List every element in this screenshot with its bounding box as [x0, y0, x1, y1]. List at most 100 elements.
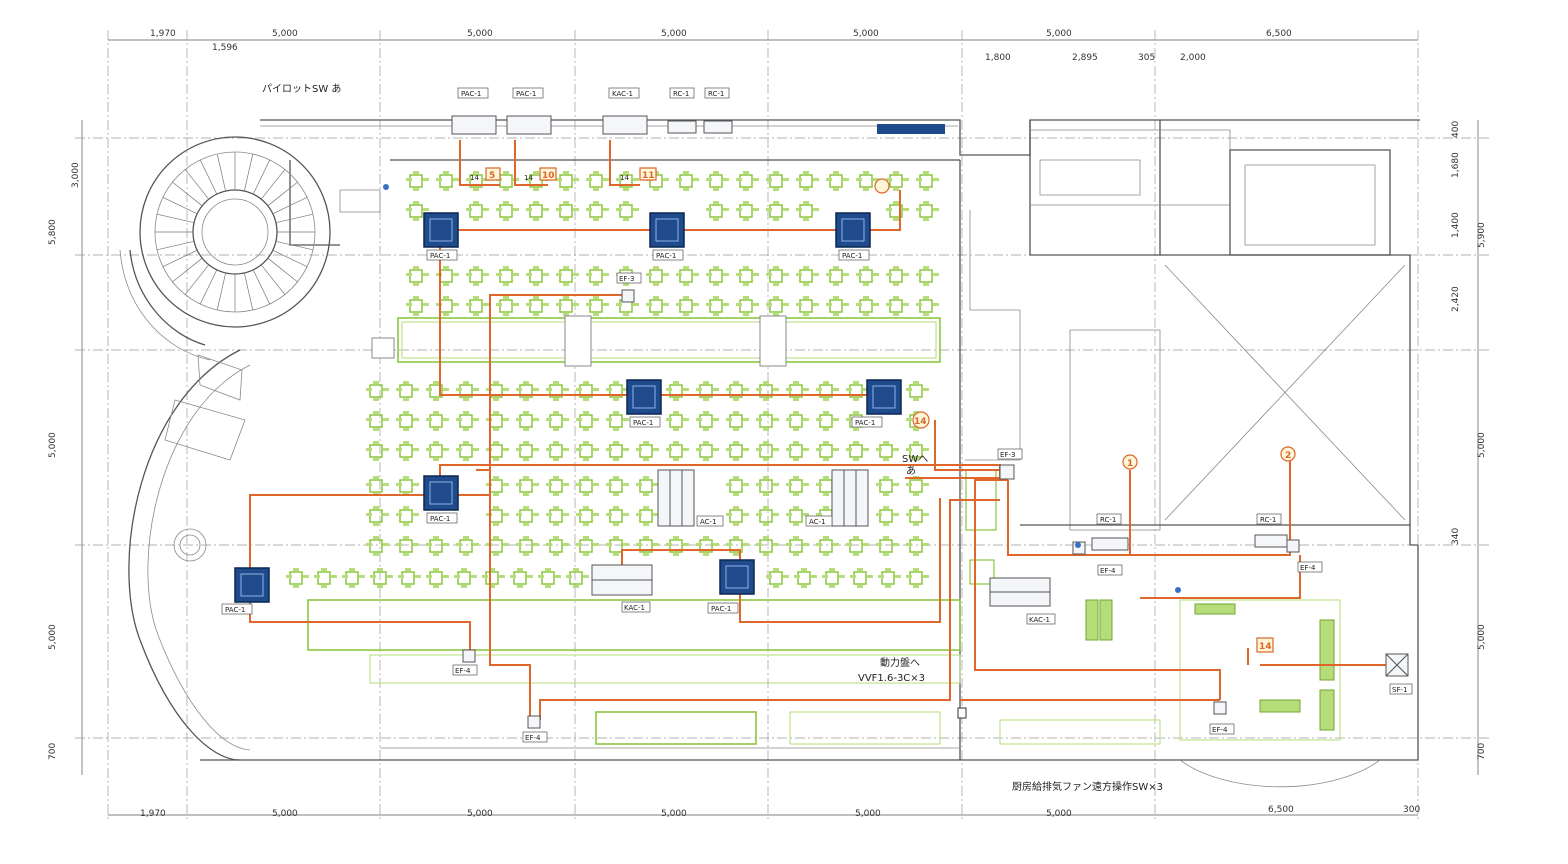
dim-top-right-1: 1,800 [985, 53, 1011, 63]
ceiling-units: PAC-1 PAC-1 PAC-1 PAC-1 PAC-1 PAC-1 [221, 212, 902, 615]
dim-right-2: 1,680 [1451, 152, 1461, 178]
dim-top-6: 5,000 [1046, 29, 1072, 39]
table-set [636, 506, 659, 526]
dim-top-1: 1,970 [150, 29, 176, 39]
table-set [606, 536, 629, 556]
curved-facade [128, 349, 251, 761]
ac1-unit-b: AC-1 [805, 469, 869, 527]
table-set [886, 171, 909, 191]
table-set [906, 381, 929, 401]
table-set [526, 201, 549, 221]
table-set [546, 411, 569, 431]
dim-bottom-4: 5,000 [661, 809, 687, 819]
ac1-a-label: AC-1 [700, 518, 717, 526]
pilot-switch-note: パイロットSW あ [262, 83, 341, 95]
building-walls [200, 119, 1420, 788]
stair-tread [216, 272, 226, 311]
stair-tread [244, 153, 254, 192]
table-set [676, 266, 699, 286]
table-set [546, 506, 569, 526]
table-set [606, 381, 629, 401]
table-set [756, 441, 779, 461]
stair-tread [275, 213, 314, 223]
circuit-mark-6: 2 [1285, 451, 1291, 461]
circuit-mark-7: 14 [1259, 642, 1272, 652]
table-set [786, 411, 809, 431]
table-set [736, 296, 759, 316]
table-set [816, 381, 839, 401]
table-set [736, 201, 759, 221]
pipe-size-1: 14 [470, 174, 479, 182]
table-set [586, 171, 609, 191]
stair-tread [172, 181, 203, 207]
dim-right-3: 1,400 [1451, 212, 1461, 238]
dim-top-right-2: 2,895 [1072, 53, 1098, 63]
table-set [466, 296, 489, 316]
table-set [706, 296, 729, 316]
table-set [636, 441, 659, 461]
table-set [786, 506, 809, 526]
wall-unit-pac-1a [451, 115, 497, 135]
stair-tread [267, 257, 298, 283]
table-set [666, 536, 689, 556]
table-set [916, 296, 939, 316]
ac1-b-label: AC-1 [809, 518, 826, 526]
table-set [516, 506, 539, 526]
table-set [516, 411, 539, 431]
table-set [766, 296, 789, 316]
dim-bottom-7: 6,500 [1268, 805, 1294, 815]
dim-bottom-1: 1,970 [140, 809, 166, 819]
table-set [426, 441, 449, 461]
stair-tread [184, 264, 210, 295]
top-unit-label-4: RC-1 [673, 90, 689, 98]
table-set [366, 506, 389, 526]
table-set [496, 296, 519, 316]
pac-unit-6: PAC-1 [423, 475, 459, 524]
dim-bottom-3: 5,000 [467, 809, 493, 819]
table-set [856, 296, 879, 316]
table-set [666, 381, 689, 401]
ac1-unit-a: AC-1 [657, 469, 724, 527]
table-set [816, 536, 839, 556]
table-set [736, 171, 759, 191]
circuit-mark-1: 5 [489, 171, 495, 181]
table-set [856, 171, 879, 191]
wall-unit-kac-1 [602, 115, 648, 135]
top-unit-label-3: KAC-1 [612, 90, 633, 98]
table-set [496, 201, 519, 221]
pac-unit-1-label: PAC-1 [430, 252, 450, 260]
dim-right-6: 5,000 [1477, 432, 1487, 458]
table-set [696, 536, 719, 556]
wall-unit-rc-1b [703, 120, 733, 134]
pac-unit-8-label: PAC-1 [711, 605, 731, 613]
table-set [516, 536, 539, 556]
table-set [576, 411, 599, 431]
table-set [726, 506, 749, 526]
table-set [586, 266, 609, 286]
circuit-mark-4: 14 [914, 417, 927, 427]
dim-top-3: 5,000 [467, 29, 493, 39]
pac-unit-4-label: PAC-1 [633, 419, 653, 427]
table-set [396, 506, 419, 526]
table-set [366, 441, 389, 461]
table-set [726, 411, 749, 431]
table-set [786, 536, 809, 556]
stair-tread [260, 264, 286, 295]
ef3-fan-a: EF-3 [616, 272, 642, 303]
stair-tread [272, 196, 308, 215]
table-set [756, 506, 779, 526]
table-set [556, 266, 579, 286]
table-set [706, 171, 729, 191]
table-set [878, 568, 901, 588]
pac-unit-4: PAC-1 [626, 379, 662, 428]
table-set [916, 266, 939, 286]
table-set [636, 476, 659, 496]
dimensions-right: 400 1,680 1,400 5,900 2,420 5,000 340 5,… [1451, 121, 1487, 760]
table-set [616, 201, 639, 221]
dim-top-7: 6,500 [1266, 29, 1292, 39]
table-set [606, 506, 629, 526]
dim-right-7: 340 [1451, 528, 1461, 545]
stair-tread [162, 249, 198, 268]
table-set [786, 476, 809, 496]
table-set [676, 171, 699, 191]
